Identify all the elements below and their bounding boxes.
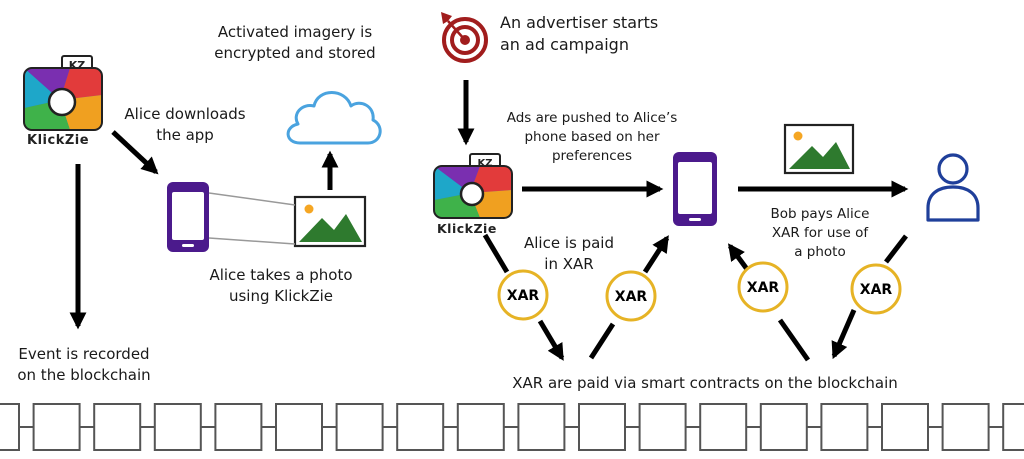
connector-line [208,192,296,206]
user-icon [926,153,980,222]
chain-block [456,403,505,451]
chain-block [0,403,20,451]
chain-block [699,403,748,451]
smart-contracts-label: XAR are paid via smart contracts on the … [512,374,898,392]
chain-block [517,403,566,451]
alice-paid-label: Alice is paid in XAR [524,234,614,273]
activated-imagery-label: Activated imagery is encrypted and store… [214,23,376,62]
chain-block [214,403,263,451]
ads-pushed-label: Ads are pushed to Alice’s phone based on… [506,110,678,164]
svg-text:XAR: XAR [860,282,893,298]
svg-text:XAR: XAR [747,280,780,296]
chain-block [32,403,81,451]
arrow-to-chain [537,319,565,361]
chain-block [153,403,202,451]
chain-block [881,403,929,451]
chain-block [820,403,869,451]
arrow-download [111,130,159,175]
advertiser-label: An advertiser starts an ad campaign [500,13,659,54]
connector-line [208,237,296,245]
xar-coin-icon: XAR [850,263,902,315]
svg-text:XAR: XAR [615,289,648,305]
blockchain [0,403,1024,451]
svg-text:KZ: KZ [478,158,493,169]
arrow-to-phone [642,235,670,274]
photo-icon [783,123,855,175]
alice-downloads-label: Alice downloads the app [124,105,246,144]
klickzie-logo-icon: KZ [23,55,103,131]
phone-icon [167,182,209,252]
photo-icon [293,195,367,248]
chain-block [578,403,626,451]
chain-block [1002,403,1024,451]
xar-coin-icon: XAR [737,261,789,313]
chain-block [941,403,990,451]
brand-label: KlickZie [437,221,497,236]
brand-label: KlickZie [27,133,90,148]
flow-arrows [69,80,909,362]
event-recorded-label: Event is recorded on the blockchain [17,345,151,384]
alice-takes-photo-label: Alice takes a photo using KlickZie [209,266,353,305]
klickzie-logo-icon: KZ [433,153,513,219]
arrow-seg [884,234,908,264]
target-icon [441,12,488,63]
arrow-down-left [831,309,857,360]
xar-coin-icon: XAR [497,269,549,321]
arrow-seg [482,233,510,274]
chain-block [93,403,142,451]
bob-pays-label: Bob pays Alice XAR for use of a photo [770,206,870,260]
arrow-seg [588,322,616,360]
chain-block [396,403,445,451]
cloud-icon [286,91,382,145]
svg-text:XAR: XAR [507,288,540,304]
arrow-seg [777,318,811,362]
chain-block [275,403,323,451]
phone-icon [673,152,717,226]
chain-block [335,403,384,451]
chain-block [638,403,687,451]
chain-block [759,403,808,451]
xar-coin-icon: XAR [605,270,657,322]
